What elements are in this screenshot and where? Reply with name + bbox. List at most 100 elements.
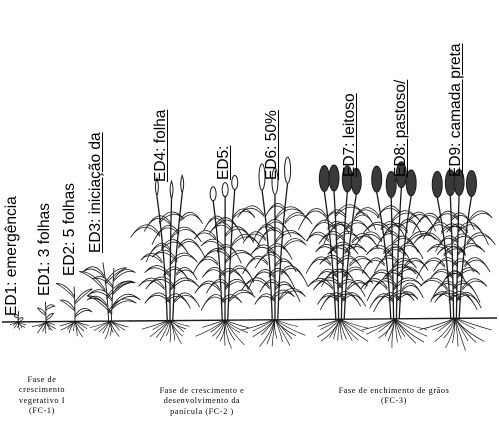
plant-leaf <box>451 258 475 273</box>
plant-10 <box>412 168 496 351</box>
plant-leaf <box>242 231 267 244</box>
plant-leaf <box>382 223 409 237</box>
stage-label-ed1-three-leaves: ED1: 3 folhas <box>36 202 53 296</box>
plant-leaf <box>353 212 377 231</box>
plant-leaf <box>426 243 453 256</box>
plant-leaf <box>451 233 478 248</box>
plant-leaf <box>216 243 242 264</box>
plant-leaf <box>79 271 106 293</box>
plant-boot-leaf <box>180 173 185 194</box>
plant-leaf <box>282 238 307 250</box>
plant-panicle <box>258 163 266 191</box>
plant-leaf <box>193 230 217 241</box>
phase-fc1-line-2: crescimento <box>18 385 66 395</box>
plant-stem <box>395 187 402 320</box>
plant-boot-leaf <box>169 179 174 200</box>
plant-stem <box>277 183 289 320</box>
plant-3 <box>55 283 93 338</box>
plant-leaf <box>319 254 345 266</box>
plant-roots <box>59 320 90 338</box>
plant-leaf <box>254 251 283 269</box>
plant-roots <box>419 317 492 351</box>
plant-leaf <box>416 257 446 279</box>
plant-leaf <box>385 264 417 278</box>
plant-leaf <box>151 225 180 245</box>
plant-leaf <box>107 298 137 314</box>
plant-roots <box>89 320 129 340</box>
plant-leaf <box>274 229 306 244</box>
plant-leaf <box>401 282 424 299</box>
plant-leaf <box>312 277 344 291</box>
plant-panicle <box>431 170 443 198</box>
plant-leaf <box>143 215 172 232</box>
plant-leaf <box>436 243 466 256</box>
plant-leaf <box>327 221 350 234</box>
plant-leaf <box>247 269 276 290</box>
plant-leaf <box>329 241 359 255</box>
plant-panicle <box>284 156 292 184</box>
stage-label-ed5: ED5: <box>215 145 232 180</box>
phase-caption-fc1: Fase de crescimento vegetativo I (FC-1) <box>6 375 78 416</box>
plant-leaf <box>237 205 265 218</box>
plant-roots <box>9 321 27 331</box>
plant-leaf <box>440 270 464 287</box>
plant-leaf <box>349 255 373 267</box>
plant-6 <box>193 174 261 349</box>
plant-leaf <box>284 212 313 225</box>
plant-leaf <box>406 231 436 245</box>
plant-stem <box>458 196 473 319</box>
plant-leaf <box>170 252 198 265</box>
stage-label-ed1-emergence: ED1: emergência <box>3 196 20 316</box>
plant-leaf <box>36 307 47 316</box>
plant-leaf <box>464 257 491 273</box>
phase-fc2-line-3: panícula (FC-2 ) <box>170 406 234 416</box>
plant-leaf <box>319 292 347 311</box>
plant-leaf <box>201 266 226 278</box>
plant-leaf <box>224 279 254 295</box>
plant-stem <box>449 195 455 319</box>
plant-stem <box>212 200 223 321</box>
plant-leaf <box>466 232 496 246</box>
plant-leaf <box>229 265 255 283</box>
stage-label-ed4-leaf: ED4: folha <box>152 109 169 182</box>
plant-7 <box>237 156 313 347</box>
plant-leaf <box>321 268 349 287</box>
plant-stem <box>333 190 340 320</box>
plant-panicle <box>371 165 383 193</box>
plant-leaf <box>177 238 206 259</box>
plant-leaf <box>112 280 136 295</box>
plant-leaf <box>373 292 402 313</box>
plant-leaf <box>341 292 367 307</box>
plant-leaf <box>278 288 306 301</box>
plant-roots <box>362 318 428 349</box>
plant-leaf <box>376 230 400 248</box>
plant-leaf <box>144 292 171 304</box>
plant-leaf <box>343 266 373 284</box>
plant-stem <box>227 189 236 321</box>
plant-leaf <box>231 234 261 247</box>
phase-fc1-line-1: Fase de <box>27 375 57 384</box>
plant-leaf <box>346 280 368 291</box>
plant-leaf <box>362 221 393 235</box>
plant-leaf <box>151 249 178 263</box>
plant-leaf <box>327 245 351 256</box>
plant-leaf <box>456 267 481 279</box>
plant-leaf <box>383 246 406 258</box>
stage-label-ed6-fifty-percent: ED6: 50% <box>263 110 280 180</box>
plant-leaf <box>220 294 243 304</box>
plant-leaf <box>200 294 226 311</box>
plant-2 <box>31 301 56 334</box>
plant-leaf <box>224 226 255 244</box>
stage-label-ed7-milky: ED7: leitoso <box>341 93 358 177</box>
plant-leaf <box>104 267 128 285</box>
plant-9 <box>353 161 437 349</box>
phase-fc1-line-4: (FC-1) <box>29 405 55 415</box>
plant-leaf <box>17 317 24 323</box>
phase-fc1-line-3: vegetativo I <box>18 395 66 405</box>
plant-panicle <box>221 182 229 198</box>
plant-leaf <box>344 243 367 255</box>
plant-leaf <box>430 280 458 303</box>
plant-leaf <box>323 221 354 244</box>
plant-stem <box>390 197 395 320</box>
